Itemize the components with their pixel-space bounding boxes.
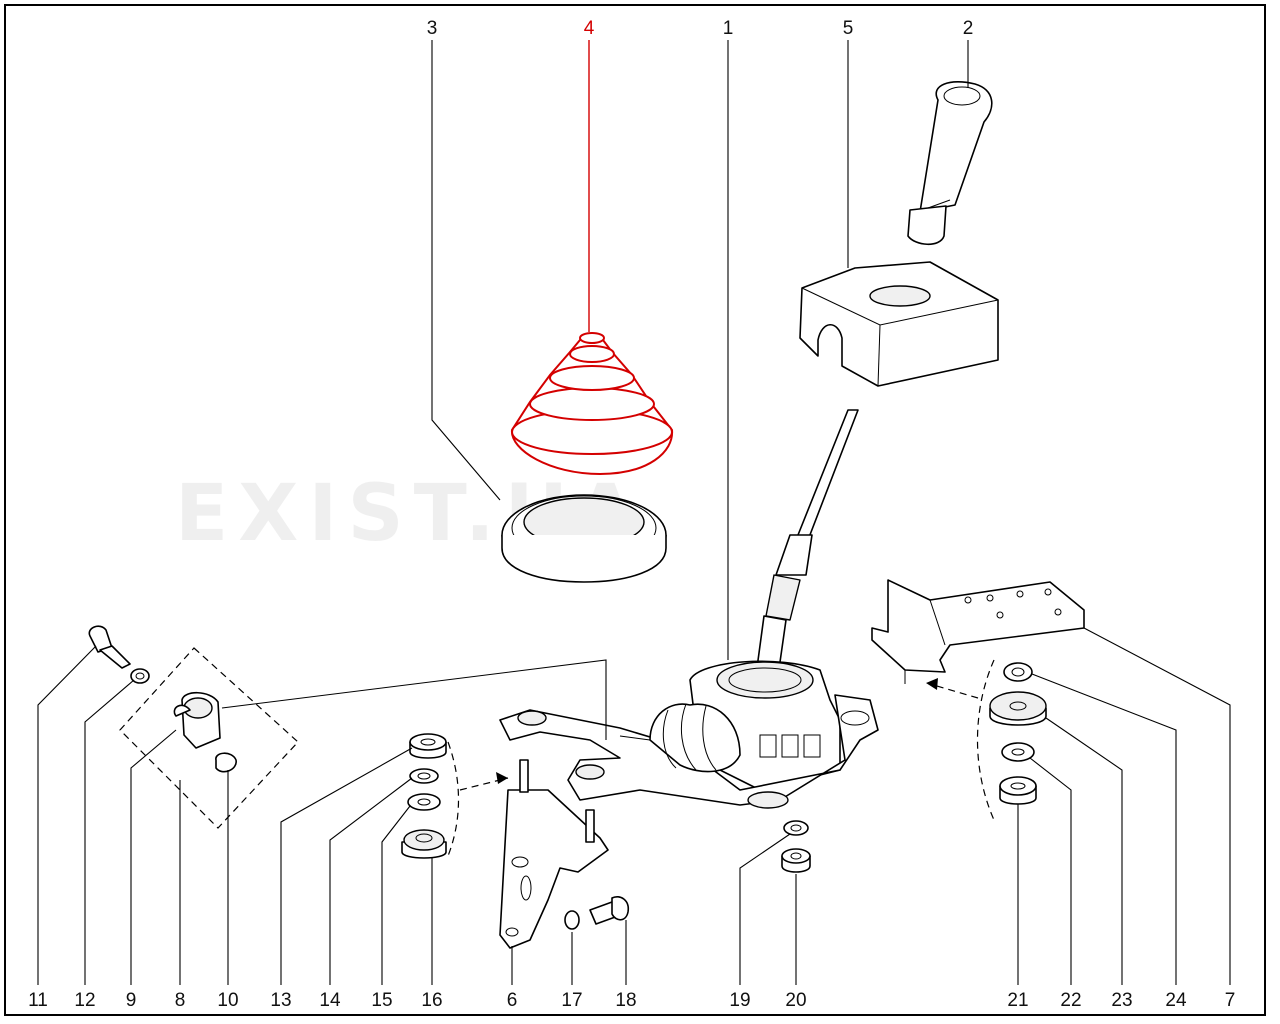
callout-5[interactable]: 5 <box>843 18 854 39</box>
leader-lines <box>37 40 1231 985</box>
callout-9[interactable]: 9 <box>126 990 137 1011</box>
callout-21[interactable]: 21 <box>1007 990 1028 1011</box>
part-16-bushing[interactable] <box>401 829 447 859</box>
callout-10[interactable]: 10 <box>217 990 238 1011</box>
callout-3[interactable]: 3 <box>427 18 438 39</box>
part-2-shift-knob[interactable] <box>907 81 993 246</box>
part-20-nut[interactable] <box>781 848 811 873</box>
callout-4[interactable]: 4 <box>584 18 595 39</box>
callout-18[interactable]: 18 <box>615 990 636 1011</box>
callout-19[interactable]: 19 <box>729 990 750 1011</box>
callout-22[interactable]: 22 <box>1060 990 1081 1011</box>
callout-1[interactable]: 1 <box>723 18 734 39</box>
dashed-group-21-24 <box>976 659 995 821</box>
callout-11[interactable]: 11 <box>28 990 48 1011</box>
part-24-washer[interactable] <box>1003 662 1033 682</box>
part-19-washer[interactable] <box>783 820 809 836</box>
callout-7[interactable]: 7 <box>1225 990 1236 1011</box>
part-17-washer[interactable] <box>564 910 580 930</box>
dashed-group-13-16 <box>447 741 460 857</box>
callout-6[interactable]: 6 <box>507 990 518 1011</box>
callout-14[interactable]: 14 <box>319 990 341 1011</box>
arrow-head-left <box>496 772 508 784</box>
part-4-rubber-boot[interactable] <box>510 332 674 476</box>
part-22-spring-washer[interactable] <box>1001 742 1035 762</box>
callout-17[interactable]: 17 <box>561 990 582 1011</box>
callout-8[interactable]: 8 <box>175 990 186 1011</box>
callout-2[interactable]: 2 <box>963 18 974 39</box>
assembly-arrow-right <box>929 683 979 699</box>
callout-13[interactable]: 13 <box>270 990 291 1011</box>
callout-12[interactable]: 12 <box>74 990 95 1011</box>
part-6-support-bracket[interactable] <box>499 759 609 949</box>
callout-24[interactable]: 24 <box>1165 990 1187 1011</box>
callout-labels: 3 4 1 5 2 11 12 9 8 10 13 14 15 16 6 17 … <box>28 18 1235 1011</box>
part-12-washer[interactable] <box>130 668 150 684</box>
part-5-insulation-block[interactable] <box>799 261 999 387</box>
part-13-nut[interactable] <box>409 733 447 759</box>
callout-23[interactable]: 23 <box>1111 990 1132 1011</box>
callout-16[interactable]: 16 <box>421 990 442 1011</box>
part-18-bolt[interactable] <box>589 896 630 925</box>
callout-15[interactable]: 15 <box>371 990 392 1011</box>
callout-20[interactable]: 20 <box>785 990 806 1011</box>
part-8-clamp-group[interactable] <box>119 647 299 829</box>
part-23-rubber-washer[interactable] <box>989 691 1047 726</box>
part-1-lever-housing[interactable] <box>499 409 879 809</box>
part-3-sealing-ring[interactable] <box>501 494 667 583</box>
part-15-washer[interactable] <box>407 793 441 811</box>
part-14-washer[interactable] <box>409 768 439 784</box>
part-11-screw[interactable] <box>88 625 131 669</box>
part-21-nut[interactable] <box>999 776 1037 805</box>
arrow-head-right <box>926 678 938 690</box>
part-7-bracket[interactable] <box>871 579 1085 684</box>
